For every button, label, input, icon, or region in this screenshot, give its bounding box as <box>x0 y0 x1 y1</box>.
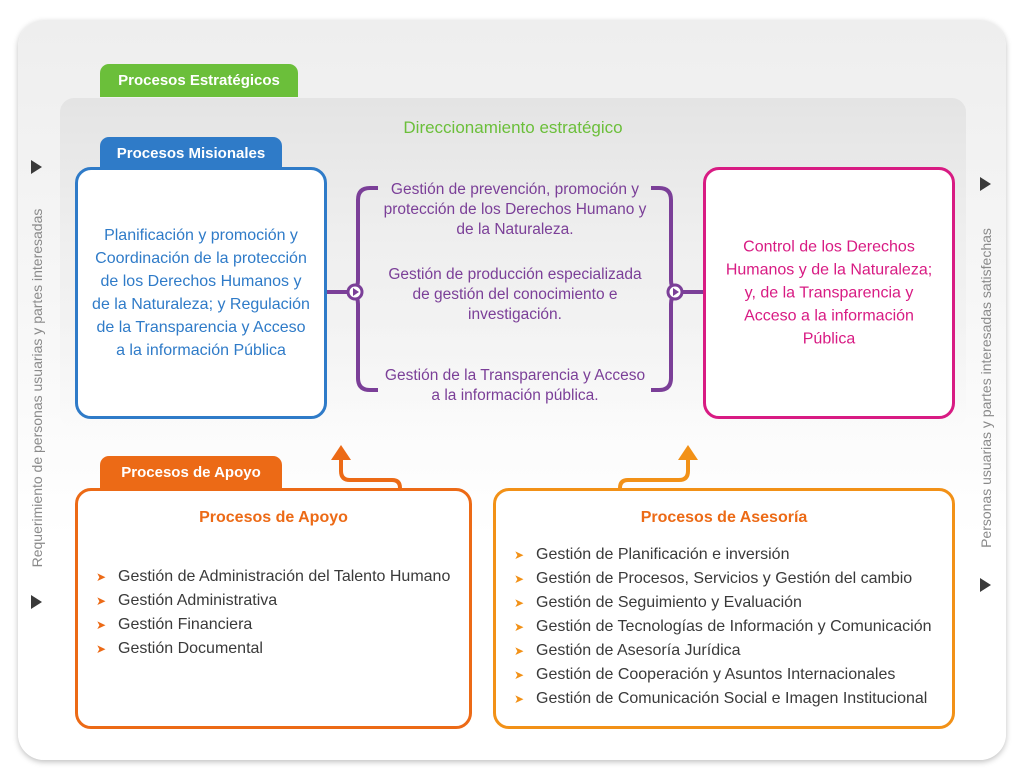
arrowhead-bullet-icon: ➤ <box>96 594 107 608</box>
middle-item-transparencia: Gestión de la Transparencia y Acceso a l… <box>384 367 646 404</box>
list-item: ➤Gestión de Tecnologías de Información y… <box>514 615 931 639</box>
misional-box: Planificación y promoción y Coordinación… <box>75 167 327 419</box>
asesoria-arrow-line <box>618 458 690 491</box>
list-item: ➤Gestión Documental <box>96 637 450 661</box>
arrowhead-bullet-icon: ➤ <box>514 644 525 658</box>
tab-procesos-apoyo: Procesos de Apoyo <box>100 456 282 488</box>
asesoria-list: ➤Gestión de Planificación e inversión ➤G… <box>514 543 931 711</box>
apoyo-box: Procesos de Apoyo ➤Gestión de Administra… <box>75 488 472 729</box>
tab-procesos-misionales: Procesos Misionales <box>100 137 282 169</box>
list-item: ➤Gestión Administrativa <box>96 589 450 613</box>
misional-text: Planificación y promoción y Coordinación… <box>92 227 310 359</box>
list-item: ➤Gestión de Asesoría Jurídica <box>514 639 931 663</box>
arrowhead-bullet-icon: ➤ <box>96 642 107 656</box>
play-triangle-icon <box>31 595 42 609</box>
tab-procesos-estrategicos: Procesos Estratégicos <box>100 64 298 97</box>
arrowhead-bullet-icon: ➤ <box>514 668 525 682</box>
asesoria-box: Procesos de Asesoría ➤Gestión de Planifi… <box>493 488 955 729</box>
arrowhead-bullet-icon: ➤ <box>514 620 525 634</box>
arrowhead-bullet-icon: ➤ <box>514 572 525 586</box>
list-item: ➤Gestión de Procesos, Servicios y Gestió… <box>514 567 931 591</box>
apoyo-list: ➤Gestión de Administración del Talento H… <box>96 565 450 661</box>
list-item: ➤Gestión de Seguimiento y Evaluación <box>514 591 931 615</box>
arrowhead-bullet-icon: ➤ <box>96 618 107 632</box>
arrowhead-bullet-icon: ➤ <box>514 692 525 706</box>
list-item: ➤Gestión Financiera <box>96 613 450 637</box>
arrowhead-bullet-icon: ➤ <box>514 548 525 562</box>
arrowhead-bullet-icon: ➤ <box>514 596 525 610</box>
control-text: Control de los Derechos Humanos y de la … <box>725 238 933 348</box>
play-triangle-icon <box>980 177 991 191</box>
apoyo-heading: Procesos de Apoyo <box>199 509 348 526</box>
list-item: ➤Gestión de Planificación e inversión <box>514 543 931 567</box>
list-item: ➤Gestión de Cooperación y Asuntos Intern… <box>514 663 931 687</box>
play-triangle-icon <box>980 578 991 592</box>
asesoria-heading: Procesos de Asesoría <box>640 509 808 526</box>
list-item: ➤Gestión de Comunicación Social e Imagen… <box>514 687 931 711</box>
middle-item-produccion: Gestión de producción especializada de g… <box>388 266 642 323</box>
play-triangle-icon <box>673 288 679 296</box>
play-triangle-icon <box>31 160 42 174</box>
arrow-up-icon <box>331 445 351 460</box>
arrow-up-icon <box>678 445 698 460</box>
arrowhead-bullet-icon: ➤ <box>96 570 107 584</box>
middle-item-prevencion: Gestión de prevención, promoción y prote… <box>383 181 647 238</box>
apoyo-arrow-line <box>339 458 402 491</box>
list-item: ➤Gestión de Administración del Talento H… <box>96 565 450 589</box>
play-triangle-icon <box>353 288 359 296</box>
control-box: Control de los Derechos Humanos y de la … <box>703 167 955 419</box>
strategic-title: Direccionamiento estratégico <box>403 118 623 137</box>
